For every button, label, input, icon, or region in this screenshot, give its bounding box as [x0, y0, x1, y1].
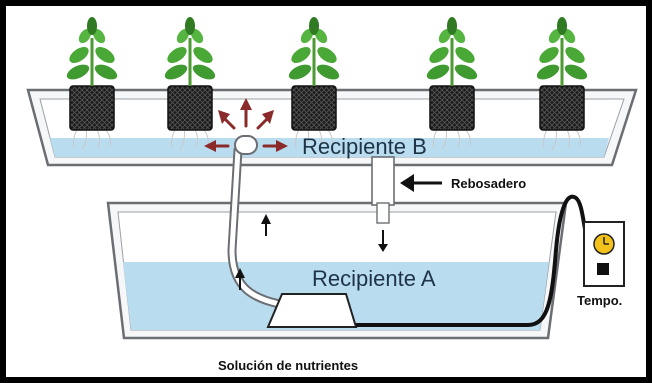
plug-icon [597, 263, 609, 275]
plant [536, 17, 588, 151]
upper-water [50, 138, 609, 157]
timer-label: Tempo. [577, 293, 622, 308]
fountain-head [234, 135, 258, 155]
upper-tank-label: Recipiente B [302, 134, 427, 159]
lower-tank [106, 201, 568, 340]
down-arrow-icon [378, 244, 388, 252]
up-arrow-icon [261, 214, 271, 236]
plant [288, 17, 340, 151]
plant [66, 17, 118, 151]
overflow-label: Rebosadero [451, 176, 526, 191]
left-arrow-icon [400, 174, 442, 192]
plants [66, 17, 588, 151]
up-arrow-icon [235, 268, 245, 290]
overflow-pipe [371, 156, 395, 252]
lower-tank-label: Recipiente A [312, 266, 436, 291]
outflow-arrows-icon [204, 98, 288, 152]
pump-icon [266, 293, 358, 328]
plant [164, 17, 216, 151]
nutrient-solution-label: Solución de nutrientes [218, 358, 358, 373]
timer [583, 221, 625, 287]
plant [426, 17, 478, 151]
